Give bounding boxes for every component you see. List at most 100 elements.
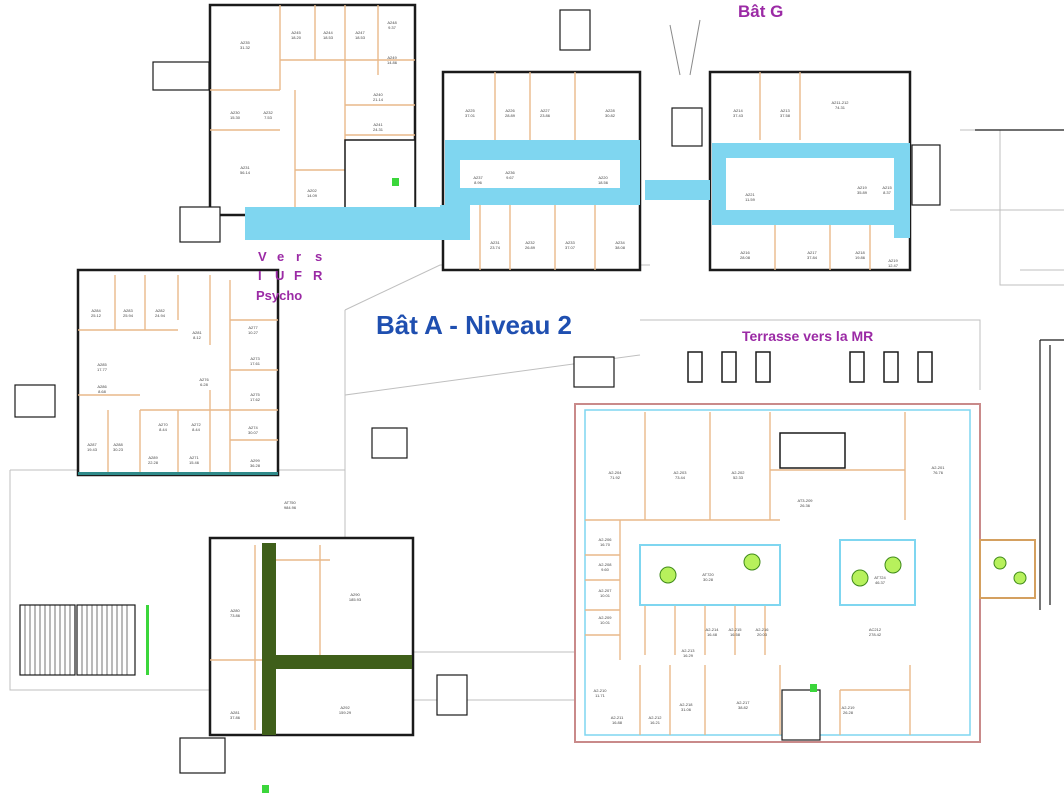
room-id: A283 bbox=[123, 308, 133, 313]
room-id: AC212 bbox=[868, 627, 882, 632]
room-area: 8.68 bbox=[98, 389, 106, 394]
room-id: A276 bbox=[199, 377, 209, 382]
room-area: 37.58 bbox=[779, 113, 790, 118]
room-id: A211-212 bbox=[831, 100, 849, 105]
room-id: A2-202 bbox=[731, 470, 745, 475]
room-area: 19.43 bbox=[86, 447, 97, 452]
room-area: 18.20 bbox=[290, 35, 301, 40]
room-id: A234 bbox=[615, 240, 625, 245]
room-id: A225 bbox=[465, 108, 475, 113]
building-east-edge bbox=[975, 129, 1064, 610]
room-id: A248 bbox=[387, 20, 397, 25]
room-area: 23.74 bbox=[489, 245, 500, 250]
room-id: A286 bbox=[97, 384, 107, 389]
room-area: 185.93 bbox=[348, 597, 362, 602]
room-id: A244 bbox=[323, 30, 333, 35]
room-id: A231 bbox=[240, 165, 250, 170]
room-area: 10.01 bbox=[599, 593, 610, 598]
room-id: A280 bbox=[230, 608, 240, 613]
room-area: 18.56 bbox=[597, 180, 608, 185]
room-area: 37.43 bbox=[732, 113, 743, 118]
room-area: 9.67 bbox=[506, 175, 514, 180]
room-id: A214 bbox=[733, 108, 743, 113]
room-id: A221 bbox=[745, 192, 755, 197]
room-id: A2-214 bbox=[705, 627, 719, 632]
room-area: 10.27 bbox=[247, 330, 258, 335]
room-id: AT724 bbox=[874, 575, 886, 580]
room-area: 24.94 bbox=[154, 313, 165, 318]
room-area: 25.12 bbox=[90, 313, 101, 318]
room-area: 38.82 bbox=[737, 705, 748, 710]
room-id: AT750 bbox=[284, 500, 296, 505]
terrace-windows bbox=[687, 351, 933, 383]
room-area: 11.71 bbox=[595, 693, 605, 698]
room-id: A227 bbox=[540, 108, 550, 113]
room-area: 17.62 bbox=[249, 397, 260, 402]
room-id: A287 bbox=[87, 442, 97, 447]
room-id: AT720 bbox=[702, 572, 714, 577]
room-area: 31.32 bbox=[239, 45, 250, 50]
room-area: 17.61 bbox=[249, 361, 260, 366]
room-id: A220 bbox=[598, 175, 608, 180]
room-id: A2-206 bbox=[598, 537, 612, 542]
room-area: 30.07 bbox=[247, 430, 258, 435]
room-id: A217 bbox=[807, 250, 817, 255]
room-id: A213 bbox=[780, 108, 790, 113]
room-id: A270 bbox=[158, 422, 168, 427]
building-north-west bbox=[208, 3, 417, 217]
room-area: 14.86 bbox=[386, 60, 397, 65]
building-south-west bbox=[208, 536, 415, 737]
room-id: A245 bbox=[291, 30, 301, 35]
room-area: 15.46 bbox=[188, 460, 199, 465]
room-area: 14.09 bbox=[306, 193, 317, 198]
room-id: A2-203 bbox=[673, 470, 687, 475]
room-area: 159.29 bbox=[338, 710, 352, 715]
room-id: A2-211 bbox=[610, 715, 624, 720]
room-id: A2-207 bbox=[598, 588, 612, 593]
building-center-east bbox=[708, 70, 912, 272]
room-area: 71.92 bbox=[609, 475, 620, 480]
room-id: A275 bbox=[250, 392, 260, 397]
room-area: 37.01 bbox=[464, 113, 475, 118]
room-id: A241 bbox=[373, 122, 383, 127]
room-area: 73.44 bbox=[674, 475, 685, 480]
room-id: A281 bbox=[230, 710, 240, 715]
room-id: AT3-209 bbox=[797, 498, 813, 503]
room-id: A277 bbox=[248, 325, 258, 330]
